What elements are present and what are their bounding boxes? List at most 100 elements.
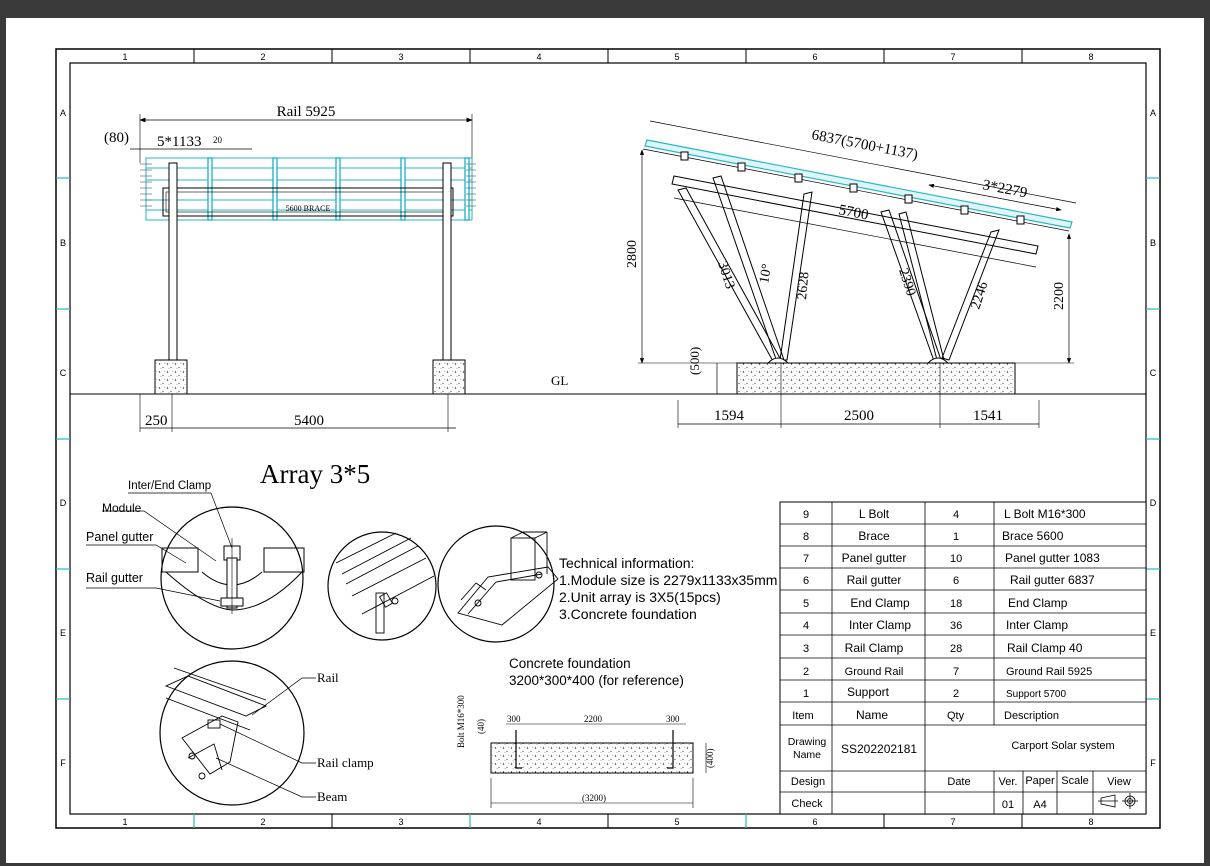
bom-name: Support <box>847 685 890 699</box>
foundation-height-dimension: (500) <box>687 347 702 375</box>
bom-desc: Ground Rail 5925 <box>1006 666 1092 678</box>
col-label: 6 <box>812 817 817 827</box>
ver-label: Ver. <box>999 776 1018 788</box>
height-low-dimension: 2200 <box>1052 282 1067 310</box>
bom-qty: 18 <box>950 598 962 610</box>
bom-no: 8 <box>803 531 809 543</box>
bill-of-materials: 9 L Bolt 4 L Bolt M16*300 8 Brace 1 Brac… <box>779 501 1147 815</box>
bom-header-qty: Qty <box>947 710 965 722</box>
rail-clamp-label: Rail clamp <box>317 755 374 770</box>
module-span-dimension: 3*2279 <box>981 177 1028 201</box>
tech-line-1: 1.Module size is 2279x1133x35mm <box>559 572 777 588</box>
side-view: Rail 5925 (80) 5*1133 20 <box>104 104 476 432</box>
bom-desc: Support 5700 <box>1006 689 1066 700</box>
panel-gutter-label: Panel gutter <box>86 530 153 544</box>
module-span-dimension: 5*1133 <box>157 134 201 150</box>
module-label: Module <box>102 501 142 515</box>
strut-1-dimension: 3013 <box>714 260 737 291</box>
bom-header-desc: Description <box>1004 710 1059 722</box>
dim-300-a: 300 <box>507 714 521 724</box>
bom-qty: 1 <box>953 531 959 543</box>
bom-desc: End Clamp <box>1008 596 1068 610</box>
beam-dimension: 5700 <box>837 202 869 223</box>
technical-information: Technical information: 1.Module size is … <box>559 555 777 622</box>
col-label: 2 <box>260 817 265 827</box>
tech-heading: Technical information: <box>559 555 694 571</box>
bom-name: Panel gutter <box>842 551 907 565</box>
bom-qty: 4 <box>953 509 959 521</box>
bom-qty: 7 <box>953 666 959 678</box>
bom-qty: 36 <box>950 620 962 632</box>
drawing-name-label: Name <box>793 749 821 761</box>
strut-4-dimension: 2246 <box>969 280 992 311</box>
drawing-title: Carport Solar system <box>1011 740 1114 752</box>
gap-dimension: 20 <box>213 135 223 145</box>
col-label: 4 <box>536 52 541 62</box>
bom-qty: 28 <box>950 643 962 655</box>
concrete-size: 3200*300*400 (for reference) <box>509 673 684 688</box>
col-label: 1 <box>122 52 127 62</box>
col-label: 3 <box>398 817 403 827</box>
row-label: A <box>1150 108 1156 118</box>
bom-header-name: Name <box>856 708 888 722</box>
row-label: C <box>1150 368 1157 378</box>
post-offset-dimension: 250 <box>145 413 168 429</box>
col-label: 4 <box>536 817 541 827</box>
bom-name: Rail gutter <box>847 573 902 587</box>
rail-clamp-detail: Rail Rail clamp Beam <box>159 660 374 806</box>
row-label: D <box>60 498 67 508</box>
frame: 1 2 3 4 5 6 7 8 1 2 3 4 5 6 7 8 A B C D … <box>55 48 1161 829</box>
bom-desc: Rail gutter 6837 <box>1010 573 1095 587</box>
bom-no: 9 <box>803 509 809 521</box>
bom-qty: 6 <box>953 575 959 587</box>
col-label: 5 <box>674 817 679 827</box>
view-label: View <box>1107 776 1131 788</box>
date-label: Date <box>947 776 970 788</box>
base-left-dimension: 1594 <box>714 408 745 424</box>
concrete-title: Concrete foundation <box>509 656 631 671</box>
design-label: Design <box>791 776 825 788</box>
bom-name: Inter Clamp <box>849 618 911 632</box>
bom-qty: 2 <box>953 688 959 700</box>
tech-line-2: 2.Unit array is 3X5(15pcs) <box>559 589 721 605</box>
drawing-number: SS202202181 <box>841 742 917 756</box>
scale-label: Scale <box>1061 775 1089 787</box>
row-label: B <box>60 238 66 248</box>
bolt-label: Bolt M16*300 <box>456 695 466 748</box>
bracket-detail <box>437 525 559 643</box>
bom-no: 3 <box>803 643 809 655</box>
beam-label: Beam <box>317 789 347 804</box>
rail-dimension: Rail 5925 <box>277 104 336 120</box>
row-label: B <box>1150 238 1156 248</box>
bom-desc: Panel gutter 1083 <box>1005 551 1100 565</box>
row-label: A <box>60 108 66 118</box>
projection-symbol-icon <box>1098 793 1138 809</box>
bom-no: 2 <box>803 666 809 678</box>
bom-name: Rail Clamp <box>845 641 904 655</box>
col-label: 8 <box>1088 52 1093 62</box>
height-high-dimension: 2800 <box>625 240 640 268</box>
bom-desc: L Bolt M16*300 <box>1004 507 1086 521</box>
row-label: E <box>1150 628 1156 638</box>
col-label: 3 <box>398 52 403 62</box>
strut-2-dimension: 2628 <box>795 271 812 300</box>
concrete-foundation: Concrete foundation 3200*300*400 (for re… <box>456 656 715 808</box>
dim-300-b: 300 <box>666 714 680 724</box>
bom-qty: 10 <box>950 553 962 565</box>
col-label: 7 <box>950 52 955 62</box>
brace-label: 5600 BRACE <box>286 204 331 213</box>
rail-label: Rail <box>317 670 339 685</box>
rail-gutter-label: Rail gutter <box>86 571 143 585</box>
bom-name: L Bolt <box>859 507 890 521</box>
row-label: D <box>1150 498 1157 508</box>
tech-line-3: 3.Concrete foundation <box>559 606 697 622</box>
left-offset-dimension: (80) <box>104 130 129 146</box>
drawing-name-label: Drawing <box>788 736 827 748</box>
angle-dimension: 10° <box>757 263 775 285</box>
col-label: 6 <box>812 52 817 62</box>
post-span-dimension: 5400 <box>294 413 324 429</box>
bom-desc: Brace 5600 <box>1002 529 1064 543</box>
array-title: Array 3*5 <box>260 459 370 489</box>
front-view: 6837(5700+1137) 3*2279 5700 3013 10° 262… <box>625 120 1077 428</box>
bom-no: 7 <box>803 553 809 565</box>
